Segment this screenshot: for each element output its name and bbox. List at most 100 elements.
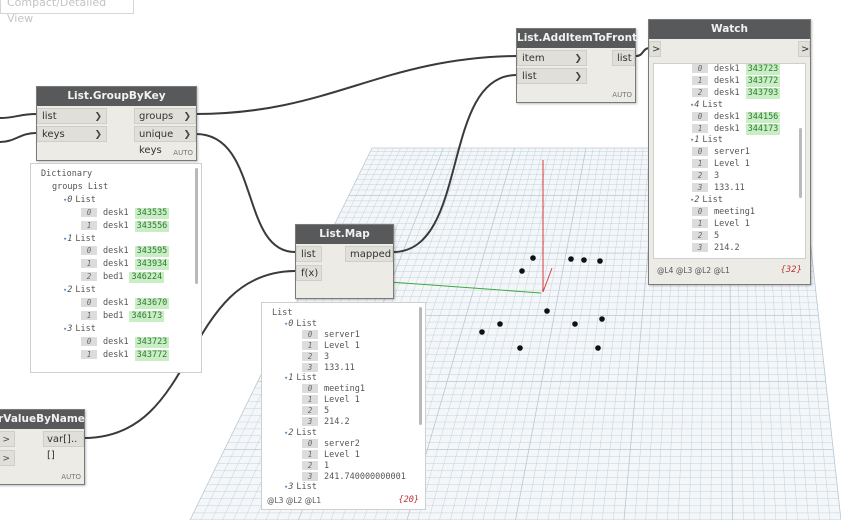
item-key: desk1 xyxy=(714,75,740,86)
input-port-list[interactable]: list❯ xyxy=(37,108,107,124)
item-index: 1 xyxy=(302,449,318,459)
output-port-list[interactable]: list xyxy=(612,50,635,66)
input-port-keys[interactable]: keys❯ xyxy=(37,126,107,142)
item-count-label: {32} xyxy=(780,265,802,275)
geometry-point[interactable] xyxy=(599,316,605,322)
item-index: 2 xyxy=(302,460,318,470)
output-port-mapped[interactable]: mapped xyxy=(345,246,393,262)
geometry-point[interactable] xyxy=(597,258,603,264)
collapse-icon[interactable]: ▾ xyxy=(284,374,289,383)
item-value: server1 xyxy=(324,329,360,340)
chevron-right-icon: ❯ xyxy=(94,112,102,122)
list-index: 0 xyxy=(288,318,294,329)
grid-line xyxy=(450,147,544,520)
geometry-point[interactable] xyxy=(581,257,587,263)
scrollbar[interactable] xyxy=(799,128,802,198)
item-key: desk1 xyxy=(103,349,129,360)
geometry-point[interactable] xyxy=(572,321,578,327)
wire-to-groupbykey-keys xyxy=(0,132,37,143)
item-key: desk1 xyxy=(103,336,129,347)
element-id-value: 343772 xyxy=(745,75,781,87)
list-index: 4 xyxy=(694,99,700,110)
groupbykey-node[interactable]: List.GroupByKey list❯ keys❯ groups❯ uniq… xyxy=(36,86,197,161)
port-label: > xyxy=(652,44,661,55)
element-id-value: 343535 xyxy=(134,207,170,219)
input-port[interactable]: > xyxy=(649,41,661,57)
geometry-point[interactable] xyxy=(517,345,523,351)
output-port[interactable]: > xyxy=(798,41,810,57)
collapse-icon[interactable]: ▾ xyxy=(690,136,695,145)
list-label: List xyxy=(296,482,317,493)
list-additemtofront-node[interactable]: List.AddItemToFront item❯ list❯ list AUT… xyxy=(516,28,637,103)
collapse-icon[interactable]: ▾ xyxy=(63,286,68,295)
element-id-value: 343934 xyxy=(134,259,170,271)
scrollbar[interactable] xyxy=(419,307,422,425)
compact-detailed-view-button[interactable]: Compact/Detailed View xyxy=(0,0,134,25)
chevron-right-icon: ❯ xyxy=(183,130,191,140)
geometry-point[interactable] xyxy=(519,268,525,274)
collapse-icon[interactable]: ▾ xyxy=(690,100,695,109)
node-title: erValueByName xyxy=(0,410,85,429)
item-key: desk1 xyxy=(714,123,740,134)
input-port-parametername[interactable]: > xyxy=(0,450,15,466)
item-value: 133.11 xyxy=(714,183,745,193)
collapse-icon[interactable]: ▾ xyxy=(284,319,289,328)
element-id-value: 344156 xyxy=(745,111,781,123)
item-key: desk1 xyxy=(103,220,129,231)
item-index: 0 xyxy=(81,246,97,256)
input-port-element[interactable]: > xyxy=(0,431,15,447)
collapse-icon[interactable]: ▾ xyxy=(690,195,695,204)
grid-line xyxy=(504,147,580,520)
collapse-icon[interactable]: ▾ xyxy=(63,324,68,333)
collapse-icon[interactable]: ▾ xyxy=(63,234,68,243)
input-port-item[interactable]: item❯ xyxy=(517,50,587,66)
scrollbar[interactable] xyxy=(195,168,198,284)
collapse-icon[interactable]: ▾ xyxy=(284,483,289,492)
port-label: f(x) xyxy=(301,268,319,279)
input-port-function[interactable]: f(x) xyxy=(296,265,322,281)
getparametervaluebyname-node[interactable]: erValueByName > > var[]..[] AUTO xyxy=(0,409,85,485)
output-port-var[interactable]: var[]..[] xyxy=(43,431,84,461)
geometry-point[interactable] xyxy=(497,321,503,327)
item-key: desk1 xyxy=(103,246,129,257)
grid-line xyxy=(602,147,644,520)
list-label: List xyxy=(296,427,317,438)
item-key: bed1 xyxy=(103,310,124,321)
geometry-point[interactable] xyxy=(530,255,536,261)
node-title: Watch xyxy=(649,20,810,39)
collapse-icon[interactable]: ▾ xyxy=(284,428,289,437)
input-port-list[interactable]: list❯ xyxy=(517,68,587,84)
grid-line xyxy=(439,147,537,520)
output-port-unique-keys[interactable]: unique keys❯ xyxy=(134,126,196,156)
port-label: > xyxy=(801,44,810,55)
geometry-point[interactable] xyxy=(595,345,601,351)
list-header: groups List xyxy=(52,182,108,193)
port-label: list xyxy=(522,71,537,82)
list-label: List xyxy=(296,373,317,384)
input-port-list[interactable]: list xyxy=(296,246,322,262)
lacing-auto-label: AUTO xyxy=(612,91,632,99)
geometry-point[interactable] xyxy=(568,256,574,262)
list-map-node[interactable]: List.Map list f(x) mapped xyxy=(295,224,394,299)
collapse-icon[interactable]: ▾ xyxy=(63,195,68,204)
list-index: 2 xyxy=(288,427,294,438)
x-axis-line xyxy=(542,267,553,293)
output-port-groups[interactable]: groups❯ xyxy=(134,108,196,124)
geometry-point[interactable] xyxy=(479,329,485,335)
list-label: List xyxy=(296,318,317,329)
geometry-point[interactable] xyxy=(544,308,550,314)
chevron-right-icon: > xyxy=(2,435,10,445)
